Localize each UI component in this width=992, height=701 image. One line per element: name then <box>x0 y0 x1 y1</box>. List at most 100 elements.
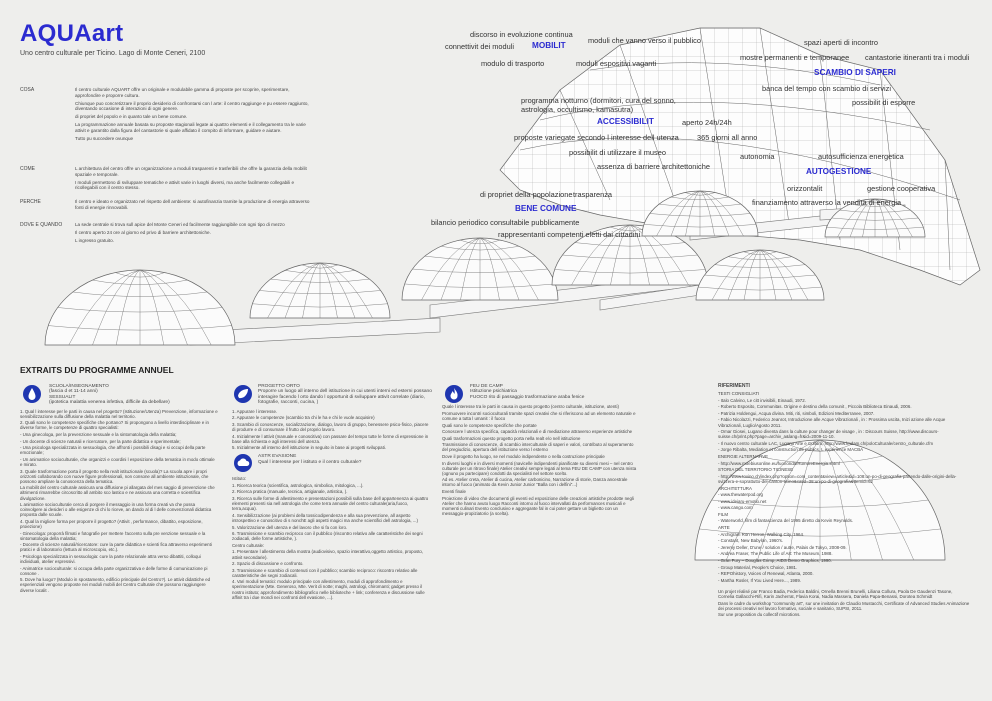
column-body: Istituto:1. Ricerca teorica (scientifica… <box>232 476 432 599</box>
text-line: 6. Trasmissione e scambio reciproco con … <box>232 531 423 542</box>
paragraph: Il centro aperto 24 ore al giorno ed pri… <box>75 230 211 236</box>
water-drop-icon <box>23 385 41 403</box>
text-line: 4. Sensibilizzazione (ai problemi della … <box>232 512 418 523</box>
text-line: STORIA DEL TERRITORIO TICINESE <box>718 467 794 473</box>
keyword: orizzontalit <box>787 184 823 193</box>
column-body: 1. Appurare l interesse.2. Appurare le c… <box>232 409 432 451</box>
keyword-heading-autogestione: AUTOGESTIONE <box>806 167 872 176</box>
text-line: Trasmissione di conoscenze, di scambio i… <box>442 442 634 453</box>
text-line: - Waterworld, film di fantascienza del 1… <box>718 518 854 524</box>
text-line: - Animatrice socioculturale: si occupa d… <box>20 565 208 576</box>
text-line: Quali trasformazioni questo progetto por… <box>442 435 581 441</box>
text-line: Quale l interesse tra le parti in causa … <box>442 404 619 410</box>
fire-icon <box>445 385 463 403</box>
text-line: ARCHITETTURA <box>718 485 752 491</box>
dome <box>694 439 946 561</box>
dome <box>249 262 391 319</box>
head-line: SESSUALIT <box>49 394 76 400</box>
paragraph: I moduli permettono di sviluppare temati… <box>75 179 295 191</box>
keyword: rappresentanti competenti eletti dai cit… <box>498 230 641 239</box>
text-line: - Un docente di scienze naturali e ricer… <box>20 438 181 444</box>
text-line: - Archigram Ron Herron, Walking City, 19… <box>718 531 805 537</box>
cloud-icon <box>234 454 252 473</box>
text-line: 2. Appurare le competenze (scambio tra c… <box>232 415 375 421</box>
keyword: possibilit di esporre <box>852 98 916 107</box>
paragraph: La sede centrale si trova sull apice del… <box>75 222 285 227</box>
paragraph: La programmazione annuale basata su prop… <box>75 122 306 134</box>
text-line: - http://www.tovino.ch/index.php?option=… <box>718 473 957 484</box>
text-line: - http://www.moebiusonline.eu/fuorionda/… <box>718 460 840 466</box>
head-line: FUOCO rito di passaggio trasformazione a… <box>470 394 585 400</box>
text-line: - Jorge Ribalta, Mediation et constructi… <box>718 447 864 453</box>
section-label: COME <box>20 166 35 172</box>
text-line: ARTE <box>718 525 730 531</box>
text-line: L animatrice socioculturale cerca di por… <box>20 502 212 518</box>
text-line: 5. Dove ha luogo? (Modulo in spostamento… <box>20 577 211 593</box>
head-line: Proporre un luogo all interno dell istit… <box>258 389 432 406</box>
text-line: - www.thewaterpod.org <box>718 492 763 498</box>
paragraph: L ingresso gratuito. <box>75 238 114 244</box>
keyword: 365 giorni all anno <box>697 133 758 142</box>
text-line: Ad es. Atelier creta, Atelier di cucina,… <box>442 477 628 488</box>
section-label: COSA <box>20 87 35 93</box>
text-line: - www.ideiaru-emotio.net <box>718 498 767 504</box>
text-line: In diversi luoghi e in diversi momenti (… <box>442 460 637 476</box>
text-line: Promuovere incontri socioculturali trami… <box>442 410 636 421</box>
keyword-heading-scambio: SCAMBIO DI SAPERI <box>814 68 896 77</box>
head-line: Qual l interesse per l istituto e il cen… <box>258 459 362 465</box>
text-line: - Group Material, People's Choice, 1981. <box>718 564 798 570</box>
text-line: 1. Appurare l interesse. <box>232 408 278 414</box>
keyword: moduli espositivi vaganti <box>576 59 657 68</box>
text-line: Sur une proposition du collectif microti… <box>718 612 801 618</box>
dome <box>44 269 236 346</box>
leaf-icon <box>234 385 252 403</box>
text-line: ENERGIE ALTERNATIVE <box>718 454 769 460</box>
text-line: 4. Vari moduli tematici: modulo principa… <box>232 579 425 600</box>
text-line: - Jeremy Deller, D'une / solution / autr… <box>718 544 847 550</box>
text-line: 4. Inizialmente l attivit (manuale e con… <box>232 433 429 444</box>
text-line: - Il nuovo centro culturale LAC, Lugano … <box>718 440 934 446</box>
text-line: - Un animatrice socioculturale, che orga… <box>20 456 215 467</box>
keyword: cantastorie itineranti tra i moduli <box>865 53 970 62</box>
text-line: - Italo Calvino, Le citt invisibili, Ein… <box>718 397 806 403</box>
text-line: - Fabio Nicolazzi, Federico Jeanrot, Int… <box>718 417 946 428</box>
text-line: - REPOhistory, Voices of Renewal, Atlant… <box>718 571 814 577</box>
keyword: assenza di barriere architettoniche <box>597 162 710 171</box>
keyword: autonomia <box>740 152 775 161</box>
text-line: 3. Scambio di conoscenze, socializzazion… <box>232 421 429 432</box>
keyword: connettivit dei moduli <box>445 42 515 51</box>
credits: Un projet réalisé par Franco Badia, Fede… <box>718 589 970 617</box>
text-line: - Docente di scienze naturali/ricercator… <box>20 542 212 553</box>
dome <box>695 249 825 301</box>
column-head: SCUOLA/INSEGNAMENTO(fascia d et 11-14 an… <box>49 384 218 406</box>
text-line: 2. Quali sono le competenze specifiche c… <box>20 420 209 431</box>
text-line: 3. Ricerca sulle forme di allestimento e… <box>232 496 429 512</box>
text-line: FILM <box>718 511 729 517</box>
keyword: aperto 24h/24h <box>682 118 732 127</box>
references-title: RIFERIMENTI <box>718 383 750 389</box>
text-line: - Martha Rosler, If You Lived Here..., 1… <box>718 577 801 583</box>
text-line: - www.cango.com <box>718 505 753 511</box>
head-line: PROGETTO ORTO <box>258 384 300 389</box>
section-text: Il centro e ideato e organizzato nel ris… <box>75 199 310 213</box>
head-line: Istituzione psichiatrica <box>470 389 517 395</box>
text-line: Quali sono le competenze specifiche che … <box>442 422 537 428</box>
head-line: (fascia d et 11-14 anni) <box>49 389 98 395</box>
section-title: EXTRAITS DU PROGRAMME ANNUEL <box>20 365 174 375</box>
keyword: possibilit di utilizzare il museo <box>569 148 666 157</box>
program-column-1: SCUOLA/INSEGNAMENTO(fascia d et 11-14 an… <box>20 384 218 594</box>
keyword: banca del tempo con scambio di servizi <box>762 84 891 93</box>
text-line: Eventi finale <box>442 489 466 495</box>
text-line: - Constant, New Babylon, 1960's. <box>718 538 784 544</box>
column-body: Quale l interesse tra le parti in causa … <box>442 404 637 516</box>
keyword: autosufficienza energetica <box>818 152 904 161</box>
paragraph: di propriet del popolo e in quanto tale … <box>75 114 188 120</box>
text-line: - Omar Giosei, Lugano diventa dans la cu… <box>718 429 939 440</box>
dome <box>824 198 926 238</box>
text-line: - Patrizia Holdengui, Acqua divina. Miti… <box>718 410 875 416</box>
keyword: mostre permanenti e temporanee <box>740 53 850 62</box>
keyword: discorso in evoluzione continua <box>470 30 573 39</box>
